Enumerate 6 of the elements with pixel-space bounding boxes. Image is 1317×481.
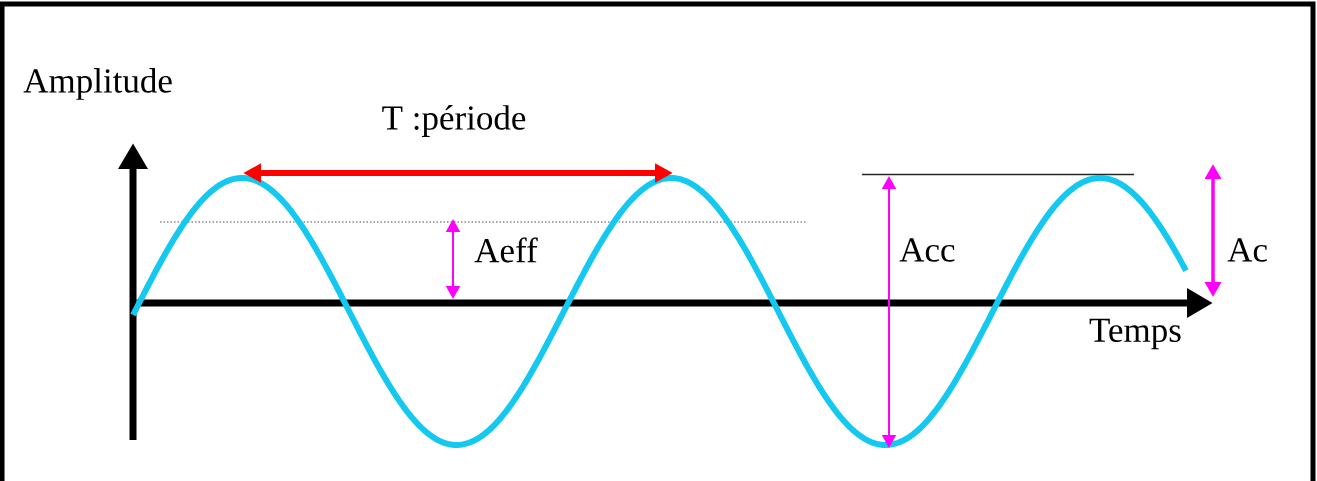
axis-label: Amplitude [23,68,172,100]
dimension-label: Aeff [474,237,538,263]
dimension-label: Acc [899,238,955,262]
dimension-label: T :période [382,105,526,137]
dimension-label: Ac [1227,238,1267,262]
axis-label: Temps [1089,318,1181,350]
